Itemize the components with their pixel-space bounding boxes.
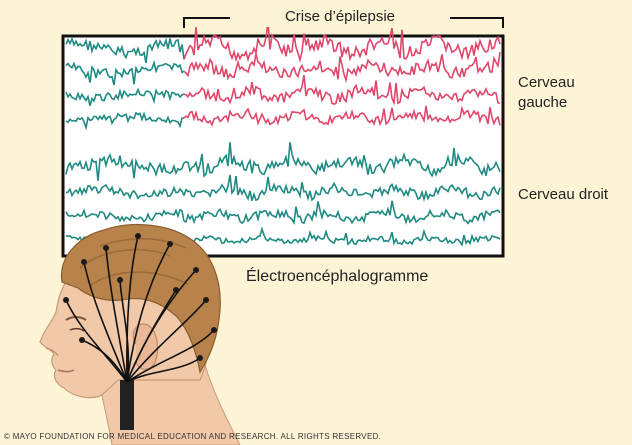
right-brain-label: Cerveau droit: [518, 186, 609, 203]
eeg-trace-seizure: [183, 51, 501, 84]
eeg-trace-normal: [183, 174, 501, 203]
eeg-trace-normal: [65, 208, 185, 223]
eeg-trace-normal: [65, 59, 185, 86]
eeg-trace-normal: [183, 142, 501, 178]
eeg-caption: Électroencéphalogramme: [246, 268, 429, 285]
left-brain-label: Cerveau gauche: [518, 74, 575, 111]
seizure-label: Crise d’épilepsie: [230, 7, 450, 27]
eeg-trace-normal: [65, 87, 185, 107]
eeg-trace-normal: [65, 36, 185, 64]
eeg-trace-seizure: [183, 105, 501, 127]
eeg-trace-normal: [183, 200, 501, 226]
eeg-trace-seizure: [183, 75, 501, 106]
copyright-notice: © MAYO FOUNDATION FOR MEDICAL EDUCATION …: [4, 432, 382, 441]
eeg-trace-normal: [65, 111, 185, 131]
eeg-trace-normal: [183, 226, 501, 247]
eeg-trace-normal: [65, 153, 185, 181]
eeg-traces: [65, 22, 501, 252]
eeg-trace-normal: [65, 183, 185, 200]
head-with-electrodes-icon: [39, 223, 241, 445]
eeg-trace-seizure: [183, 22, 501, 63]
